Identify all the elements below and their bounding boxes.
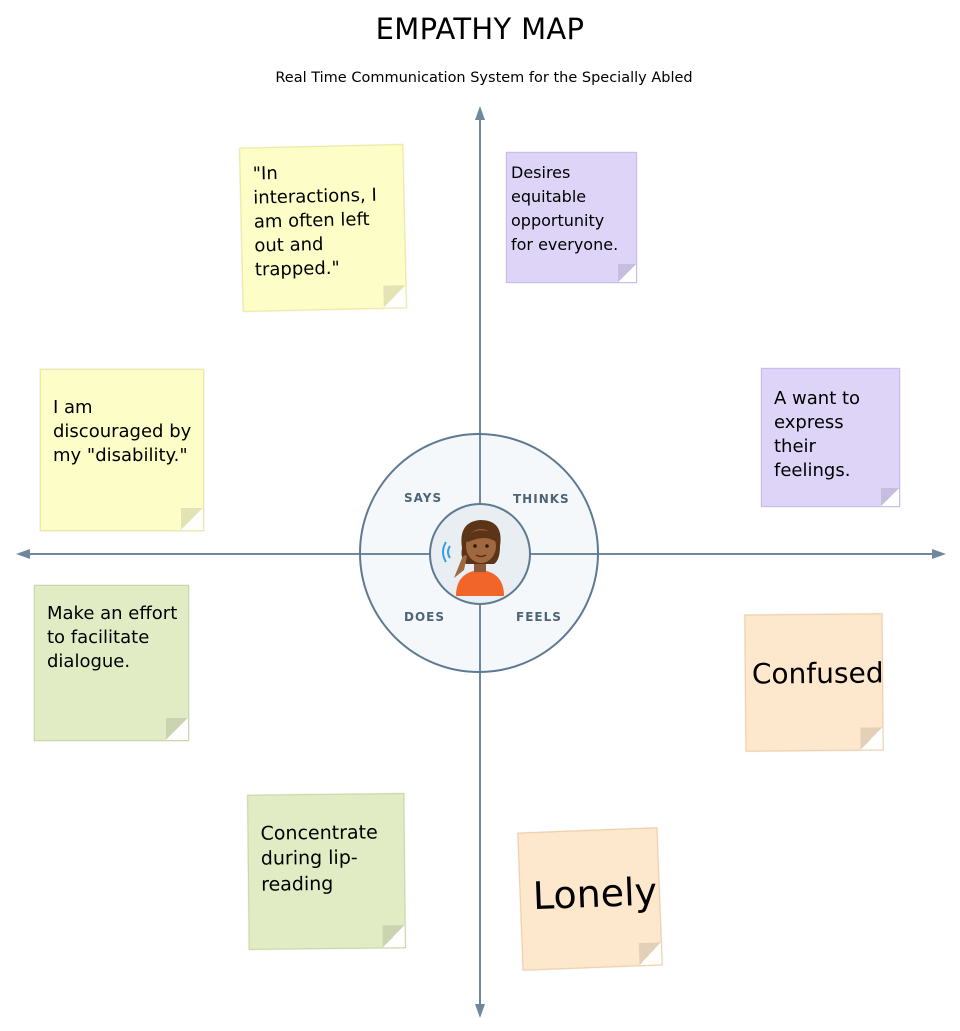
note-says-2: I am discouraged by my "disability.": [40, 369, 204, 531]
note-text: "In interactions, I am often left out an…: [252, 163, 377, 281]
note-text: Concentrate during lip-reading: [260, 821, 378, 896]
arrow-right-icon: [932, 549, 946, 559]
note-text: Desires equitable opportunity for everyo…: [511, 163, 619, 254]
page-fold: [881, 488, 899, 506]
note-text: Confused: [751, 656, 884, 691]
note-says-1: "In interactions, I am often left out an…: [239, 144, 407, 312]
arrow-down-icon: [475, 1004, 485, 1018]
note-does-2: Concentrate during lip-reading: [247, 793, 406, 950]
page-title: EMPATHY MAP: [375, 12, 585, 46]
page-fold: [166, 718, 188, 740]
arrow-left-icon: [16, 549, 30, 559]
page-fold: [382, 925, 405, 948]
note-text: I am discouraged by my "disability.": [53, 397, 192, 467]
page-subtitle: Real Time Communication System for the S…: [275, 70, 693, 86]
note-thinks-1: Desires equitable opportunity for everyo…: [506, 152, 637, 283]
note-feels-2: Lonely: [517, 827, 663, 971]
arrow-up-icon: [475, 106, 485, 120]
note-thinks-2: A want to express their feelings.: [761, 368, 900, 507]
page-fold: [618, 264, 636, 282]
quadrant-label-feels: FEELS: [516, 610, 562, 624]
note-feels-1: Confused: [744, 613, 884, 752]
page-fold: [181, 508, 203, 530]
person-deaf-icon: [442, 520, 504, 596]
page-fold: [383, 285, 406, 308]
page-fold: [638, 942, 662, 966]
note-text: Lonely: [532, 869, 658, 919]
note-text: Make an effort to facilitate dialogue.: [47, 603, 178, 673]
quadrant-label-thinks: THINKS: [513, 492, 570, 506]
page-fold: [860, 727, 883, 750]
note-text: A want to express their feelings.: [774, 388, 861, 482]
quadrant-label-does: DOES: [404, 610, 446, 624]
note-does-1: Make an effort to facilitate dialogue.: [34, 585, 189, 741]
quadrant-label-says: SAYS: [404, 491, 443, 505]
